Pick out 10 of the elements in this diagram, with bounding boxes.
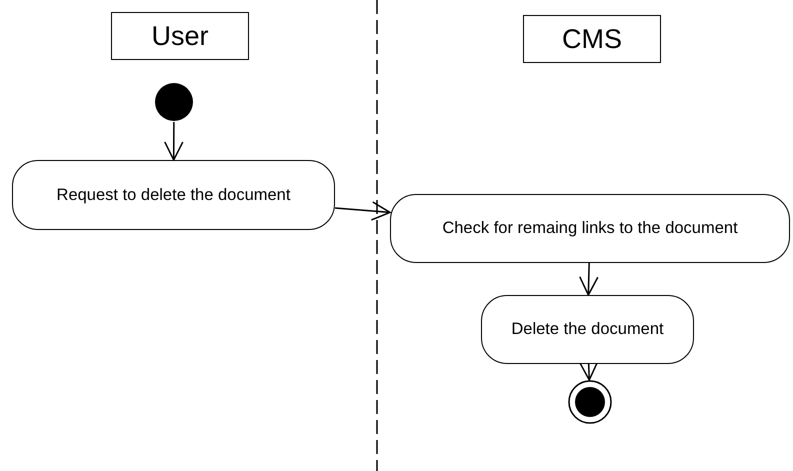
arrow — [164, 122, 184, 161]
arrow — [579, 262, 599, 296]
end-node — [568, 380, 612, 424]
swimlane-header: CMS — [523, 15, 661, 63]
activity-box: Request to delete the document — [12, 160, 335, 230]
arrow — [334, 201, 391, 221]
swimlane-header: User — [111, 12, 249, 60]
start-node — [155, 83, 193, 121]
activity-box: Delete the document — [481, 295, 694, 364]
activity-box: Check for remaing links to the document — [390, 194, 790, 263]
